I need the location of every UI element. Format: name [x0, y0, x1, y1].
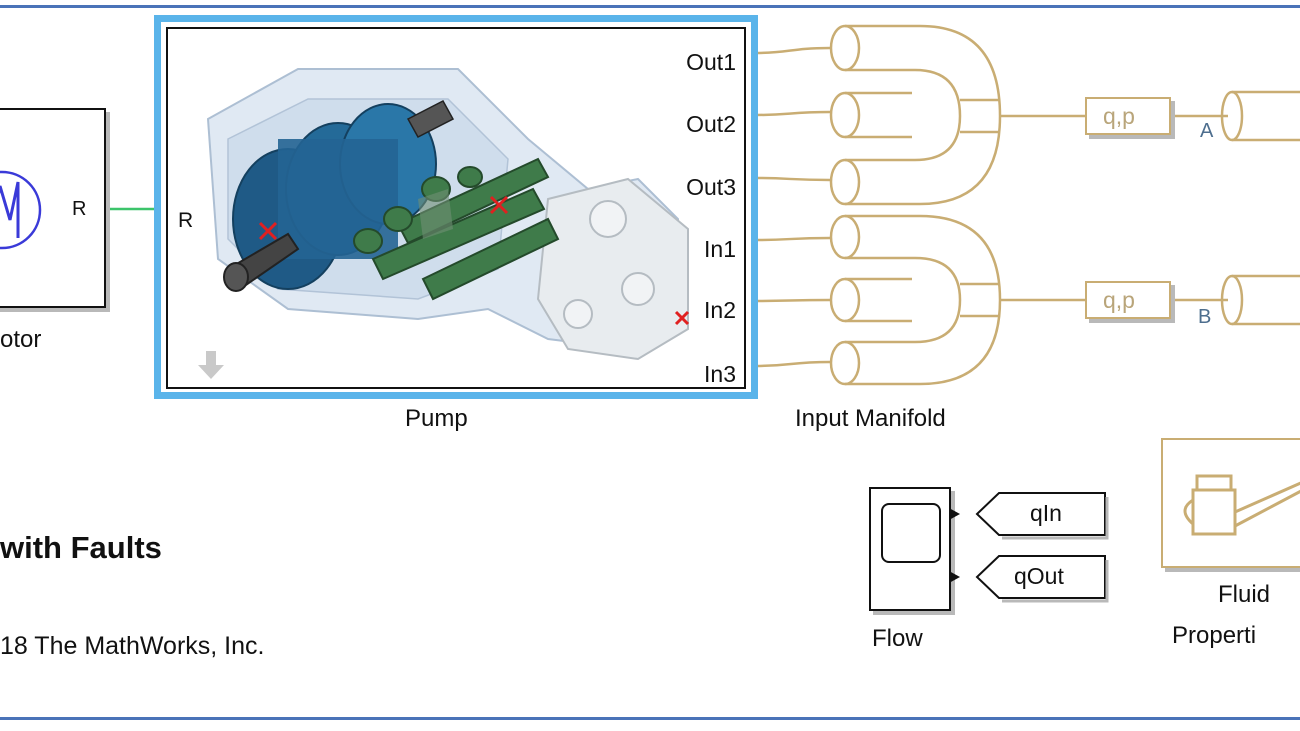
- flow-pressure-sensor-b[interactable]: q,p: [1085, 281, 1171, 319]
- flow-pressure-sensor-a[interactable]: q,p: [1085, 97, 1171, 135]
- model-title-annotation: with Faults: [0, 530, 162, 565]
- sensor-a-port: A: [1200, 120, 1214, 142]
- pump-port-out2: Out2: [686, 111, 736, 137]
- frame-bottom-border: [0, 717, 1300, 720]
- watering-can-icon: [1183, 474, 1300, 536]
- sensor-a-label: q,p: [1103, 103, 1135, 129]
- fluid-properties-label-line1: Fluid: [1218, 581, 1271, 608]
- connection-out2: [755, 110, 831, 117]
- fault-marker-icon: [258, 195, 690, 326]
- pump-block[interactable]: R Out1 Out2 Out3 In1 In2 In3: [154, 15, 758, 399]
- fluid-properties-label-line2: Properti: [1172, 622, 1257, 649]
- scope-screen-icon: [881, 503, 941, 563]
- pump-inner-frame: R Out1 Out2 Out3 In1 In2 In3: [166, 27, 746, 389]
- look-under-mask-arrow-icon: [198, 351, 224, 379]
- pump-port-r: R: [178, 209, 194, 232]
- flow-scope-label: Flow: [872, 625, 923, 652]
- pump-port-out1: Out1: [686, 49, 736, 75]
- pump-port-in1: In1: [704, 236, 736, 262]
- pump-port-in3: In3: [704, 361, 736, 387]
- pump-3d-image: [198, 68, 690, 379]
- from-tag-qout-shape: [975, 555, 1106, 599]
- connection-out3: [755, 176, 831, 182]
- flow-scope-block[interactable]: [869, 487, 951, 611]
- pump-port-out3: Out3: [686, 174, 736, 200]
- sensor-b-label: q,p: [1103, 287, 1135, 313]
- input-manifold-label: Input Manifold: [795, 405, 946, 432]
- connection-in2: [755, 298, 831, 303]
- frame-top-border: [0, 5, 1300, 8]
- connection-out1: [755, 46, 831, 55]
- copyright-annotation: 18 The MathWorks, Inc.: [0, 632, 265, 660]
- motor-label: otor: [0, 326, 42, 353]
- connection-in3: [755, 360, 831, 368]
- connection-in1: [755, 236, 831, 242]
- from-tag-qout[interactable]: qOut: [1014, 563, 1064, 589]
- sensor-b-port: B: [1198, 306, 1212, 328]
- motor-port-r: R: [72, 198, 87, 220]
- pump-label: Pump: [405, 405, 468, 432]
- pump-port-in2: In2: [704, 297, 736, 323]
- from-tag-qin[interactable]: qIn: [1030, 500, 1062, 526]
- fluid-properties-block[interactable]: [1161, 438, 1300, 568]
- motor-symbol-icon: [0, 170, 42, 250]
- from-tag-qin-shape: [975, 492, 1106, 536]
- motor-block[interactable]: R: [0, 108, 106, 308]
